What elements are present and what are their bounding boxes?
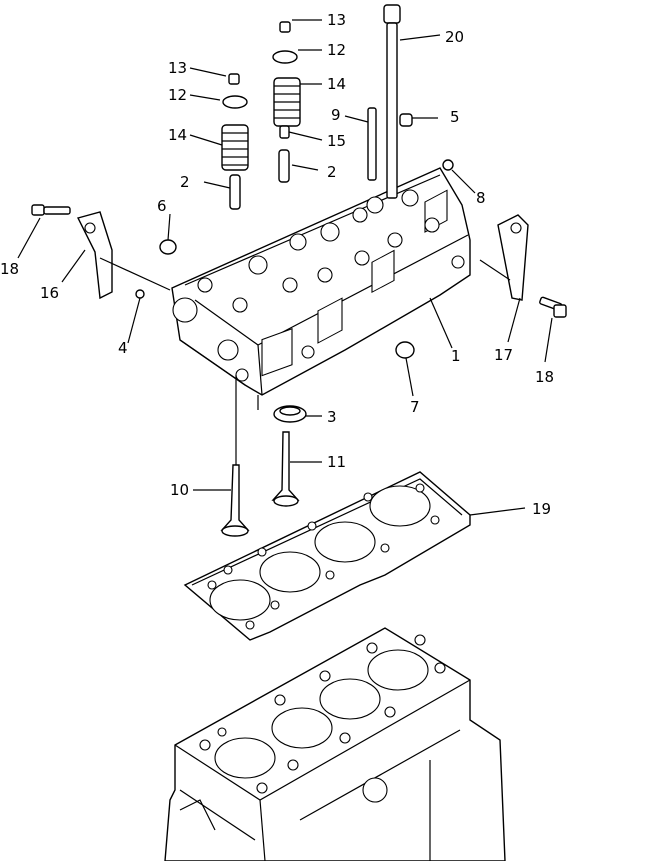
bracket-16 [76,211,113,300]
valve-spring-left [221,124,249,171]
callout-labels: 1 2 2 3 4 5 6 7 8 9 10 11 12 12 13 13 14… [0,11,554,518]
callout-2-right: 2 [327,163,337,181]
valve-spring-right [273,77,301,127]
callout-11: 11 [327,453,346,471]
valve-stem-cap [279,125,290,139]
plug-7 [395,341,415,359]
bracket-17 [497,214,529,301]
head-bolt [383,4,401,199]
valve-guide-right [278,149,290,183]
valve-intake [220,464,250,537]
callout-2-left: 2 [180,173,190,191]
valve-seal [273,405,307,423]
callout-7: 7 [410,398,420,416]
callout-1: 1 [451,347,461,365]
dowel-pin [367,107,377,181]
engine-block [164,627,506,861]
callout-10: 10 [170,481,189,499]
callout-5: 5 [450,108,460,126]
callout-14-left: 14 [168,126,187,144]
head-gasket [183,471,471,641]
callout-19: 19 [532,500,551,518]
callout-4: 4 [118,339,128,357]
bolt-18-left [31,204,71,216]
callout-18-left: 18 [0,260,19,278]
callout-13-left: 13 [168,59,187,77]
callout-9: 9 [331,106,341,124]
spring-retainer-right [272,50,298,64]
callout-16: 16 [40,284,59,302]
callout-18-right: 18 [535,368,554,386]
callout-20: 20 [445,28,464,46]
valve-collet-left [228,73,240,85]
callout-14-right: 14 [327,75,346,93]
plug-8 [442,159,454,171]
sleeve-5 [399,113,413,127]
valve-collet-right [279,21,291,33]
callout-8: 8 [476,189,486,207]
cylinder-head [171,167,471,396]
callout-13-right: 13 [327,11,346,29]
valve-exhaust [271,431,300,507]
plug-4 [135,289,145,299]
valve-guide-left [229,174,241,210]
bolt-18-right [539,296,567,318]
callout-6: 6 [157,197,167,215]
callout-15: 15 [327,132,346,150]
callout-3: 3 [327,408,337,426]
callout-12-left: 12 [168,86,187,104]
callout-12-right: 12 [327,41,346,59]
callout-17: 17 [494,346,513,364]
spring-retainer-left [222,95,248,109]
plug-6 [159,239,177,255]
leader-lines [17,19,553,516]
